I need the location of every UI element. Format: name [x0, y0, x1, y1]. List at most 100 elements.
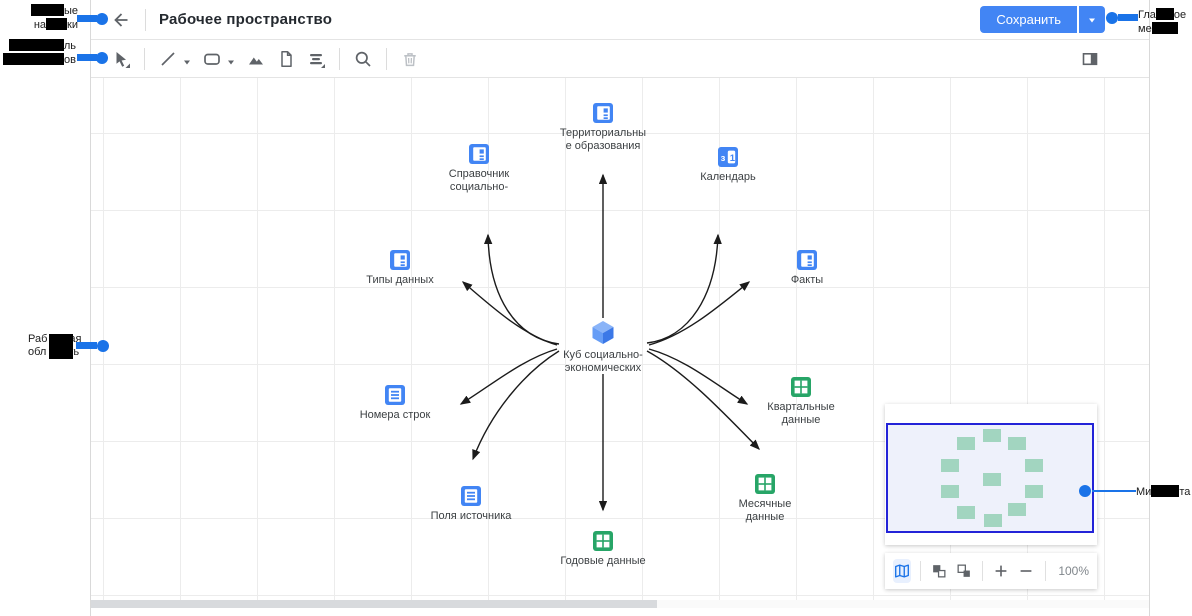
minimap-divider: [982, 561, 984, 581]
diagram-node-source-fields[interactable]: Поля источника: [411, 486, 531, 523]
callout-toolbar-label: ль ов: [0, 39, 76, 67]
line-tool-caret-icon[interactable]: [183, 58, 191, 66]
minimap-viewport[interactable]: [886, 423, 1094, 533]
zoom-in-button[interactable]: [992, 559, 1010, 583]
edge-cube-quarterly: [648, 348, 749, 405]
map-icon: [895, 564, 910, 578]
minimap-panel: [885, 404, 1097, 545]
zoom-in-icon: [995, 565, 1007, 577]
minimap-node: [1025, 484, 1043, 498]
shape-tool-caret-icon[interactable]: [227, 58, 235, 66]
fit-page-button[interactable]: [930, 559, 948, 583]
minimap-node: [957, 505, 975, 519]
fit-selection-icon: [957, 564, 971, 577]
dictionary-icon: [469, 144, 489, 164]
callout-connector: [77, 15, 97, 22]
redaction-box: [3, 53, 65, 65]
list-icon: [461, 486, 481, 506]
callout-connector: [1092, 490, 1136, 492]
redaction-box: [1151, 485, 1180, 497]
toolbar-divider: [339, 47, 340, 70]
map-toggle-button[interactable]: [893, 559, 912, 583]
caret-down-icon: [1089, 18, 1095, 22]
page-icon[interactable]: [273, 46, 299, 72]
redaction-box: [1151, 22, 1178, 34]
dictionary-icon: [390, 250, 410, 270]
redaction-box: [8, 39, 64, 51]
image-tool-icon[interactable]: [243, 46, 269, 72]
table-icon: [791, 377, 811, 397]
search-icon[interactable]: [350, 46, 376, 72]
diagram-node-row-numbers[interactable]: Номера строк: [335, 385, 455, 422]
edge-cube-facts: [648, 281, 751, 346]
minimap-node: [1025, 458, 1043, 472]
delete-icon[interactable]: [397, 46, 423, 72]
dictionary-icon: [593, 103, 613, 123]
callout-dot: [97, 340, 109, 352]
redaction-box: [46, 18, 68, 30]
arrow-left-icon: [114, 12, 128, 27]
layout-icon[interactable]: [303, 46, 329, 72]
redaction-box: [30, 4, 64, 16]
minimap-node: [983, 472, 1001, 486]
callout-dot: [1106, 12, 1118, 24]
header-divider: [145, 8, 146, 31]
cube-icon: [590, 319, 616, 345]
horizontal-scrollbar-thumb[interactable]: [91, 600, 657, 608]
back-button[interactable]: [108, 7, 134, 33]
toolbar-divider: [386, 47, 387, 70]
diagram-node-calendar[interactable]: Календарь: [668, 147, 788, 184]
minimap-node: [983, 428, 1001, 442]
zoom-level-label: 100%: [1058, 564, 1090, 578]
diagram-node-facts[interactable]: Факты: [747, 250, 867, 287]
callout-dot: [1079, 485, 1091, 497]
fit-page-icon: [933, 565, 946, 578]
table-icon: [593, 531, 613, 551]
redaction-box: [1155, 8, 1174, 20]
minimap-node: [941, 484, 959, 498]
list-icon: [385, 385, 405, 405]
toolbar-divider: [144, 47, 145, 70]
format-panel-toggle-icon[interactable]: [1077, 46, 1103, 72]
shape-tool-icon[interactable]: [199, 46, 225, 72]
minimap-node: [941, 458, 959, 472]
horizontal-scrollbar: [91, 600, 1149, 608]
calendar-icon: [718, 147, 738, 167]
minimap-node: [957, 436, 975, 450]
minimap-divider: [920, 561, 921, 581]
diagram-node-cube[interactable]: Куб социально-экономических: [543, 319, 663, 375]
save-button[interactable]: Сохранить: [980, 6, 1077, 33]
line-tool-icon[interactable]: [155, 46, 181, 72]
zoom-out-button[interactable]: [1017, 559, 1035, 583]
header: Рабочее пространство Сохранить: [91, 0, 1149, 40]
callout-dot: [96, 13, 108, 25]
save-menu-button[interactable]: [1079, 6, 1105, 33]
minimap-node: [1008, 436, 1026, 450]
save-split-button: Сохранить: [980, 6, 1105, 33]
callout-connector: [76, 342, 97, 349]
page-title: Рабочее пространство: [159, 11, 333, 28]
diagram-node-data-types[interactable]: Типы данных: [340, 250, 460, 287]
fit-selection-button[interactable]: [955, 559, 973, 583]
minimap-node: [1008, 502, 1026, 516]
app-window: Рабочее пространство Сохранить: [90, 0, 1150, 616]
minimap-divider: [1044, 561, 1046, 581]
redaction-box: [49, 334, 73, 359]
table-icon: [755, 474, 775, 494]
select-tool-icon[interactable]: [108, 46, 134, 72]
callout-connector: [77, 54, 97, 61]
callout-dot: [96, 52, 108, 64]
dictionary-icon: [797, 250, 817, 270]
minimap-toolbar: 100%: [885, 553, 1097, 589]
diagram-node-yearly[interactable]: Годовые данные: [543, 531, 663, 568]
